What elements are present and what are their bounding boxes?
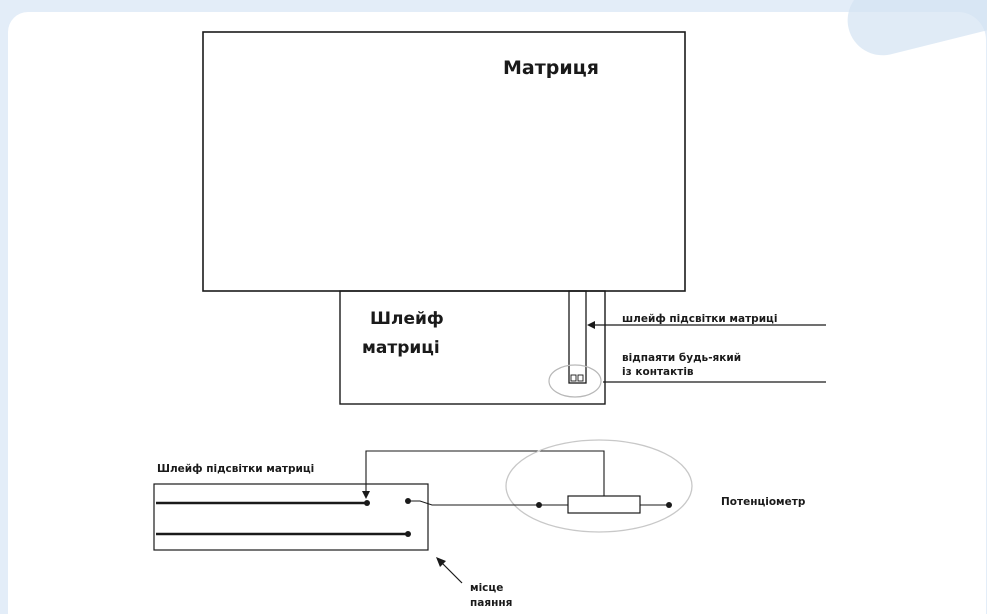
matrix-cable-label-line2: матриці — [362, 338, 440, 358]
desolder-note-line1: відпаяти будь-який — [622, 352, 741, 364]
potentiometer-right-node — [666, 502, 672, 508]
matrix-cable-label-line1: Шлейф — [370, 309, 444, 329]
wire-1-end-node — [364, 500, 370, 506]
solder-point-pointer-line — [440, 561, 463, 584]
solder-point-label-line2: паяння — [470, 597, 512, 609]
wiper-feedback-wire — [365, 450, 605, 496]
wiper-feedback-arrowhead — [362, 491, 370, 499]
solder-point-label-line1: місце — [470, 582, 503, 594]
potentiometer-left-node — [536, 502, 542, 508]
matrix-box — [202, 31, 686, 292]
potentiometer-label: Потенціометр — [721, 496, 806, 508]
contact-pad-left — [570, 374, 577, 382]
contacts-highlight-circle — [548, 364, 602, 398]
wire-2-end-node — [405, 531, 411, 537]
potentiometer-wire — [408, 500, 669, 506]
lower-cable-label: Шлейф підсвітки матриці — [157, 463, 314, 475]
backlight-cable-strip — [568, 290, 587, 384]
backlight-pointer-arrowhead — [587, 321, 595, 329]
backlight-cable-label: шлейф підсвітки матриці — [622, 313, 777, 325]
matrix-cable-box — [339, 290, 606, 405]
lower-cable-connector — [153, 483, 429, 551]
contact-pad-right — [577, 374, 584, 382]
desolder-note-line2: із контактів — [622, 366, 694, 378]
solder-point-arrowhead — [436, 557, 446, 567]
matrix-label: Матриця — [503, 57, 599, 79]
diagram-card — [8, 0, 987, 614]
potentiometer-resistor — [567, 495, 641, 514]
potentiometer-highlight-circle — [505, 439, 693, 533]
